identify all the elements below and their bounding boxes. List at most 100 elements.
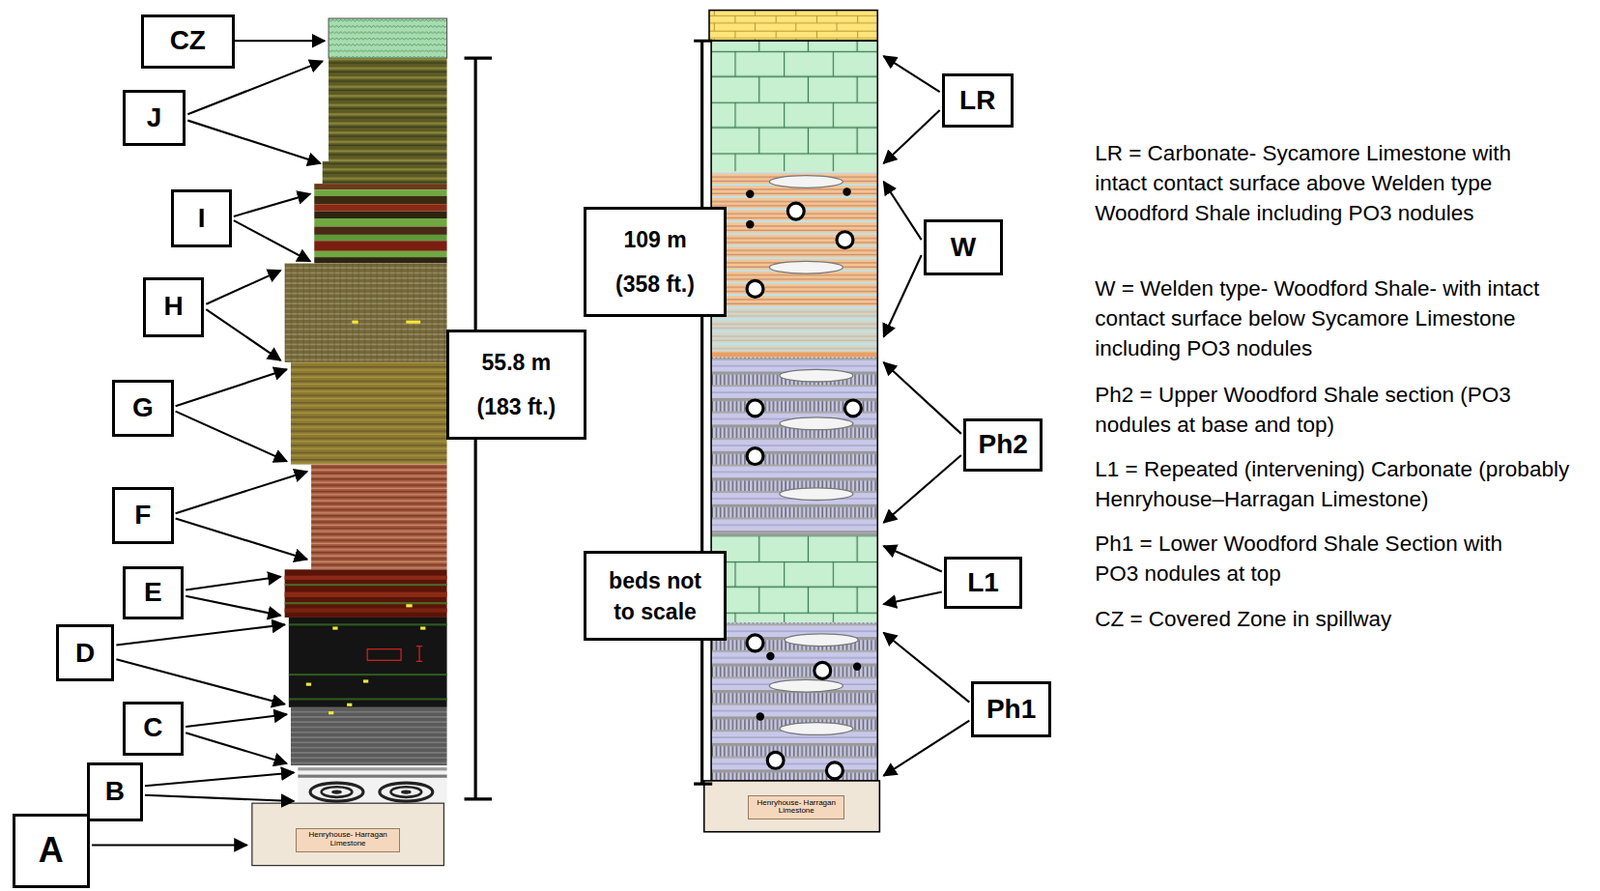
bed-b [297,765,447,803]
column-outline [711,40,878,781]
thickness-bracket [693,40,713,784]
small-nodule [853,661,861,670]
box-label: E [143,577,163,608]
leader-arrow [233,194,311,217]
bed-c [290,707,448,766]
leader-arrow [91,843,248,846]
box-label: B [105,776,125,807]
leader-arrow [884,720,971,776]
unit-label-box: C [122,701,184,756]
bed-i [314,196,447,204]
formation-name: Henryhouse- Harragan Limestone [751,799,841,817]
unit-label-box: L1 [943,556,1023,610]
bed-b [297,774,447,778]
box-label: beds not to scale [602,565,708,628]
leader-arrow [175,518,308,560]
leader-arrow [187,120,320,164]
small-nodule [745,220,754,229]
yellow-specks [346,703,352,707]
key-note: Ph2 = Upper Woodford Shale section (PO3 … [1094,379,1559,440]
bed-f [311,464,447,571]
key-note: L1 = Repeated (intervening) Carbonate (p… [1094,454,1595,515]
bed-d [288,623,448,626]
leader-arrow [185,714,287,727]
leader-arrow [884,632,971,703]
bed-i [314,234,447,241]
bed-e [285,607,448,612]
phosphate-nodule [746,202,861,779]
welden-shale [711,171,878,352]
unit-label-box: LR [942,73,1014,128]
lens [769,175,843,189]
yellow-specks [405,320,421,324]
lens [779,487,854,501]
leader-arrow [175,471,308,514]
bed-e [285,583,448,586]
unit-label-box: B [86,762,143,822]
leader-arrow [185,732,287,764]
leader-arrow [185,596,281,616]
unit-label-box: J [122,89,186,146]
key-note: Ph1 = Lower Woodford Shale Section with … [1094,528,1549,589]
bed-e [285,601,448,604]
phosphate-nodule [844,400,861,417]
leader-arrow [884,181,922,240]
lens [784,633,858,647]
small-nodule [766,652,774,660]
leader-arrow [144,795,294,801]
box-label: D [75,638,95,669]
contact-band [711,532,878,536]
bed-d [288,673,448,676]
bed-i [314,211,447,219]
small-nodule [745,189,754,198]
lens [769,260,843,274]
bed-b [297,767,447,771]
repeated-carbonate [711,535,878,623]
unit-label-box: A [12,813,90,888]
box-label: (183 ft.) [476,384,556,429]
cap-bed [709,10,878,42]
box-label: (358 ft.) [615,261,695,307]
covered-zone-bed [328,18,448,58]
bed-i [314,183,447,190]
box-label: C [142,713,163,743]
lens [779,369,854,382]
unit-label-box: Ph2 [963,418,1043,472]
bed-b [321,786,353,798]
yellow-specks [332,626,338,629]
base-limestone [704,780,881,832]
small-nodule [842,187,851,196]
phosphate-nodule [746,280,764,297]
leader-arrow [175,411,287,462]
bed-j [328,57,448,162]
unit-label-box: I [171,189,231,247]
box-label: G [132,393,154,424]
bed-i [314,183,447,263]
box-label: L1 [967,568,1000,599]
leader-arrow [144,771,294,786]
phosphate-nodule [787,202,804,220]
bed-i [314,251,447,258]
leader-arrow [205,309,281,361]
base-limestone [252,802,445,865]
bed-i [314,240,447,252]
upper-woodford [711,357,878,534]
leader-arrow [884,455,962,523]
bed-b [379,782,433,801]
box-label: H [163,291,183,322]
left-column [252,18,448,866]
unit-label-box: F [112,486,173,544]
bed-i [314,203,447,211]
bed-b [331,789,343,794]
box-label: Ph1 [986,694,1036,725]
key-note: W = Welden type- Woodford Shale- with in… [1094,273,1595,364]
box-label: CZ [170,26,206,57]
leader-arrow [884,56,941,92]
bed-b [310,782,364,801]
box-label: 55.8 m [482,340,552,385]
bed-i [314,218,447,227]
box-label: LR [959,85,996,116]
yellow-specks [405,603,412,607]
bed-j [322,161,448,184]
